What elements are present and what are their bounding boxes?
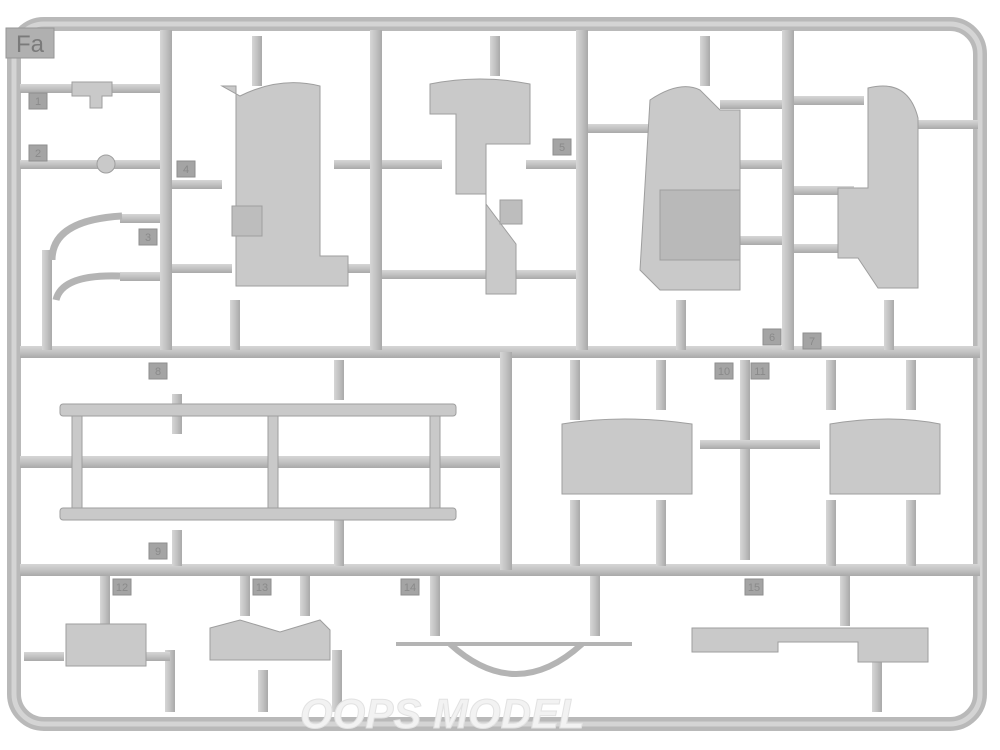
part-number-tab-5: 5	[552, 138, 572, 156]
part-number-label: 3	[145, 232, 151, 244]
part-number-label: 5	[559, 142, 565, 154]
part-number-tab-8: 8	[148, 362, 168, 380]
part-number-label: 13	[256, 582, 268, 594]
part-number-tab-14: 14	[400, 578, 420, 596]
part-number-tab-7: 7	[802, 332, 822, 350]
part-number-label: 15	[748, 582, 760, 594]
svg-text:Fa: Fa	[16, 31, 45, 58]
parts	[48, 78, 941, 677]
part-number-tab-9: 9	[148, 542, 168, 560]
part-number-tab-13: 13	[252, 578, 272, 596]
part-number-label: 11	[754, 366, 765, 378]
part-number-tab-15: 15	[744, 578, 764, 596]
watermark: OOPS MODEL	[300, 690, 585, 737]
part-number-label: 1	[35, 96, 41, 108]
part-number-tab-1: 1	[28, 92, 48, 110]
part-number-tab-3: 3	[138, 228, 158, 246]
part-number-tab-10: 10	[714, 362, 734, 380]
runners	[20, 30, 980, 712]
part-number-label: 14	[404, 582, 416, 594]
part-number-label: 4	[183, 164, 189, 176]
part-number-tab-12: 12	[112, 578, 132, 596]
part-number-label: 6	[769, 332, 775, 344]
part-number-tab-11: 11	[750, 362, 770, 380]
part-number-label: 12	[116, 582, 128, 594]
part-number-label: 2	[35, 148, 41, 160]
part-number-tab-2: 2	[28, 144, 48, 162]
sprue-code-tab: Fa	[5, 27, 55, 59]
part-number-label: 8	[155, 366, 161, 378]
part-number-label: 7	[809, 336, 815, 348]
part-number-label: 10	[718, 366, 730, 378]
part-number-label: 9	[155, 546, 161, 558]
part-number-tab-4: 4	[176, 160, 196, 178]
part-number-tab-6: 6	[762, 328, 782, 346]
